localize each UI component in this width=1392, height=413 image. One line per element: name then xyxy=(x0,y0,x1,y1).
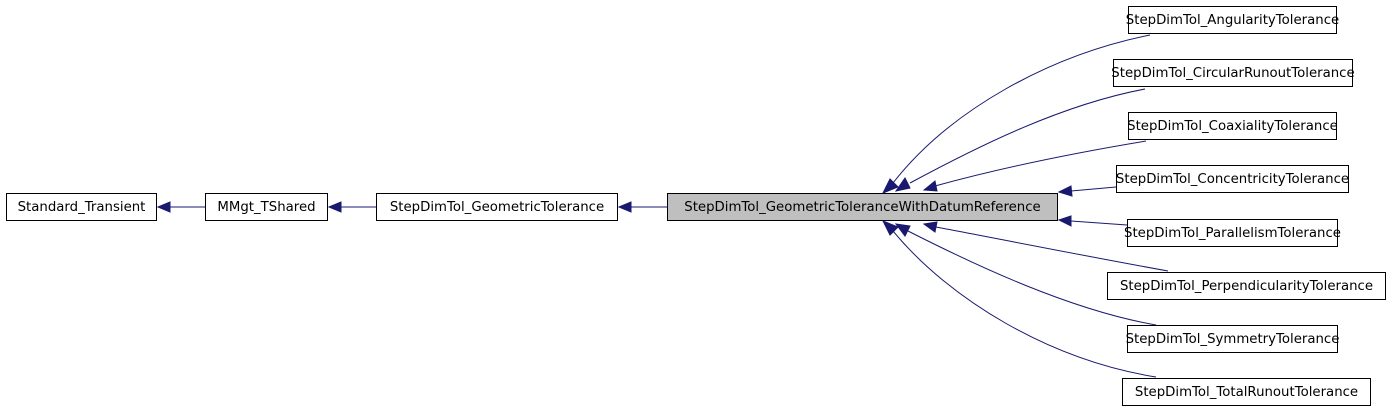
node-label: StepDimTol_CoaxialityTolerance xyxy=(1127,119,1338,134)
arrowhead-from-perpendicularity xyxy=(922,221,938,233)
arrowhead-geometric-tolerance xyxy=(617,201,632,213)
node-label: StepDimTol_AngularityTolerance xyxy=(1126,13,1339,28)
edge-coaxiality-to-parent xyxy=(934,140,1147,187)
node-label: StepDimTol_CircularRunoutTolerance xyxy=(1111,66,1354,81)
node-concentricity-tolerance[interactable]: StepDimTol_ConcentricityTolerance xyxy=(1116,165,1349,193)
node-label: StepDimTol_GeometricTolerance xyxy=(390,200,604,215)
node-geometric-tolerance[interactable]: StepDimTol_GeometricTolerance xyxy=(376,193,618,221)
edges xyxy=(156,34,1169,378)
arrowhead-from-total-runout xyxy=(881,220,899,236)
edge-perpendicularity-to-parent xyxy=(935,226,1169,272)
node-label: StepDimTol_GeometricToleranceWithDatumRe… xyxy=(684,200,1040,215)
arrowhead-from-coaxiality xyxy=(922,180,938,192)
edge-circular-runout-to-parent xyxy=(909,88,1146,184)
node-geometric-tolerance-with-datum-reference[interactable]: StepDimTol_GeometricToleranceWithDatumRe… xyxy=(667,193,1058,221)
edge-parallelism-to-parent xyxy=(1070,220,1128,226)
node-label: StepDimTol_ParallelismTolerance xyxy=(1124,226,1341,241)
node-label: StepDimTol_PerpendicularityTolerance xyxy=(1120,279,1373,294)
node-parallelism-tolerance[interactable]: StepDimTol_ParallelismTolerance xyxy=(1124,219,1341,247)
arrowhead-from-circular-runout xyxy=(894,177,911,192)
node-total-runout-tolerance[interactable]: StepDimTol_TotalRunoutTolerance xyxy=(1122,378,1371,406)
arrowhead-from-concentricity xyxy=(1057,185,1073,197)
edge-symmetry-to-parent xyxy=(907,230,1157,326)
edge-total-runout-to-parent xyxy=(892,230,1157,378)
node-mmgt-tshared[interactable]: MMgt_TShared xyxy=(205,193,328,221)
node-label: StepDimTol_SymmetryTolerance xyxy=(1126,332,1340,347)
node-label: StepDimTol_TotalRunoutTolerance xyxy=(1135,385,1358,400)
edge-angularity-to-parent xyxy=(892,34,1151,184)
arrowhead-from-symmetry xyxy=(894,223,911,237)
arrowhead-from-parallelism xyxy=(1057,215,1072,227)
node-label: Standard_Transient xyxy=(18,200,146,215)
arrowhead-standard-transient xyxy=(156,201,171,213)
node-circular-runout-tolerance[interactable]: StepDimTol_CircularRunoutTolerance xyxy=(1111,59,1355,87)
node-label: MMgt_TShared xyxy=(217,200,315,215)
node-symmetry-tolerance[interactable]: StepDimTol_SymmetryTolerance xyxy=(1126,325,1340,353)
node-perpendicularity-tolerance[interactable]: StepDimTol_PerpendicularityTolerance xyxy=(1107,272,1386,300)
node-angularity-tolerance[interactable]: StepDimTol_AngularityTolerance xyxy=(1126,6,1339,34)
node-standard-transient[interactable]: Standard_Transient xyxy=(6,193,157,221)
arrowhead-mmgt-tshared xyxy=(327,201,342,213)
arrowhead-from-angularity xyxy=(881,178,899,194)
edge-concentricity-to-parent xyxy=(1070,186,1117,192)
node-coaxiality-tolerance[interactable]: StepDimTol_CoaxialityTolerance xyxy=(1127,112,1338,140)
node-label: StepDimTol_ConcentricityTolerance xyxy=(1116,172,1349,187)
